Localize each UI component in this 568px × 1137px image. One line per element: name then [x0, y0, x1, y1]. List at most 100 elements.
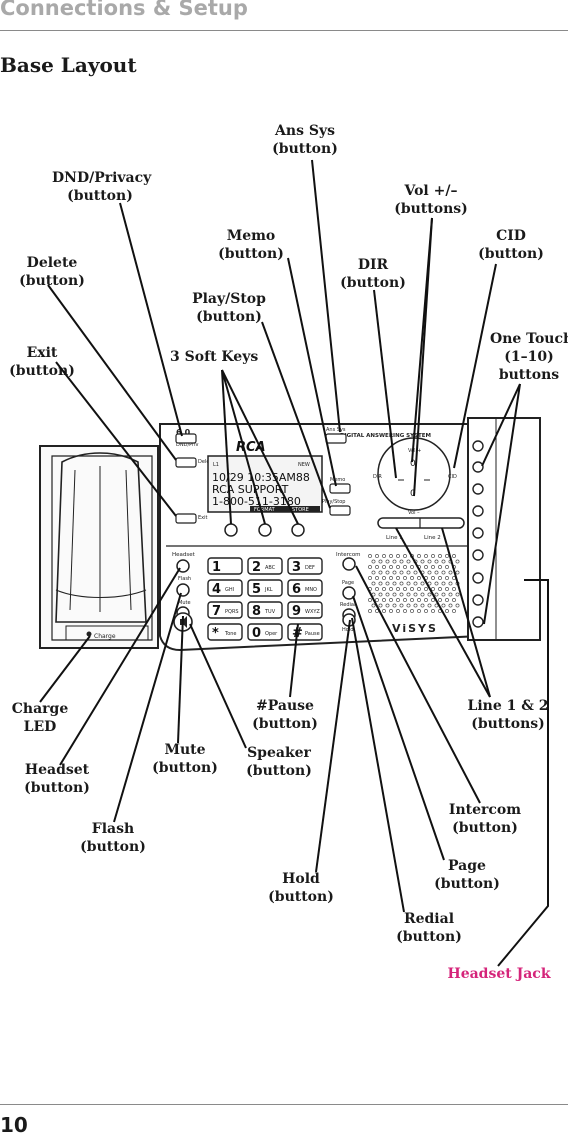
svg-text:Intercom: Intercom [336, 552, 361, 558]
memo-button [329, 483, 351, 494]
keypad-letters: TUV [264, 609, 276, 615]
svg-text:Flash: Flash [178, 576, 191, 582]
label-headset: Headset(button) [24, 762, 90, 796]
ans-sys-button [325, 433, 347, 444]
one-touch-buttons [472, 440, 484, 628]
line-2-label: Line 2 [424, 535, 441, 541]
svg-text:FORMAT: FORMAT [254, 507, 276, 513]
keypad-letters: Tone [224, 631, 237, 637]
lcd-display: L1 NEW 10/29 10:35AM88 RCA SUPPORT 1-800… [207, 455, 323, 513]
dnd-privacy-button [175, 433, 197, 444]
page-number: 10 [0, 1113, 28, 1137]
keypad-digit: 3 [292, 560, 301, 575]
header-title: Connections & Setup [0, 0, 248, 20]
label-ans-sys: Ans Sys(button) [272, 123, 338, 157]
label-dnd-privacy: DND/Privacy(button) [52, 170, 152, 204]
svg-text:10/29 10:35AM88: 10/29 10:35AM88 [212, 471, 310, 484]
svg-text:L1: L1 [213, 462, 219, 468]
vol-down-label: Vol – [408, 510, 420, 516]
soft-keys [224, 523, 305, 537]
line-buttons: Line 1 Line 2 [377, 517, 465, 541]
label-dir: DIR(button) [340, 257, 406, 291]
label-intercom: Intercom(button) [448, 802, 522, 836]
keypad-key: #Pause [287, 623, 323, 641]
keypad-digit: 1 [212, 560, 221, 575]
charge-text: Charge [94, 633, 116, 640]
svg-text:0: 0 [410, 489, 416, 499]
svg-text:Page: Page [342, 580, 354, 586]
delete-button [175, 457, 197, 468]
keypad-letters: GHI [225, 587, 234, 593]
nav-wheel: Vol + Vol – DIR CID 0 0 [373, 437, 457, 516]
label-one-touch: One Touch(1–10)buttons [490, 331, 568, 383]
keypad-letters: Pause [305, 631, 320, 637]
speaker-grille [368, 554, 460, 613]
left-side-keys: Headset Flash Mute [172, 552, 196, 632]
flash-button [176, 583, 190, 597]
footer-rule [0, 1104, 568, 1105]
svg-text:0: 0 [410, 459, 416, 469]
svg-text:Play/Stop: Play/Stop [322, 499, 345, 505]
intercom-button [342, 557, 356, 571]
left-function-buttons: Delete Exit [175, 433, 214, 524]
keypad-digit: 9 [292, 604, 301, 619]
label-soft-keys: 3 Soft Keys [170, 349, 259, 365]
svg-text:RCA SUPPORT: RCA SUPPORT [212, 483, 289, 496]
svg-text:Ans Sys: Ans Sys [326, 427, 346, 433]
cid-label: CID [448, 474, 457, 480]
charging-cradle: Charge [39, 445, 159, 649]
label-flash: Flash(button) [80, 821, 146, 855]
keypad-digit: 7 [212, 604, 221, 619]
keypad-key: 1 [207, 557, 243, 575]
play-stop-button [329, 505, 351, 516]
page-header: Connections & Setup [0, 0, 568, 31]
keypad-letters: Oper [265, 631, 278, 637]
exit-button [175, 513, 197, 524]
keypad-letters: DEF [305, 565, 315, 571]
keypad-letters: ABC [265, 565, 276, 571]
soft-key-2 [258, 523, 272, 537]
charge-led [86, 631, 92, 637]
soft-key-1 [224, 523, 238, 537]
svg-text:STORE: STORE [292, 507, 309, 513]
keypad-digit: 8 [252, 604, 261, 619]
keypad-digit: 2 [252, 560, 261, 575]
svg-text:Memo: Memo [330, 477, 345, 483]
answering-buttons: Ans Sys Memo Play/Stop [322, 427, 351, 516]
label-pause: #Pause(button) [252, 698, 318, 732]
svg-text:Redial: Redial [340, 602, 355, 608]
label-vol: Vol +/–(buttons) [394, 183, 468, 217]
series-badge: 6.0 [176, 428, 191, 437]
keypad-key: 7 PQRS [207, 601, 243, 619]
keypad-letters: PQRS [225, 609, 239, 615]
label-play-stop: Play/Stop(button) [192, 291, 266, 325]
keypad-letters: MNO [305, 587, 317, 593]
label-hold: Hold(button) [268, 871, 334, 905]
vol-up-label: Vol + [408, 448, 421, 454]
label-delete: Delete(button) [19, 255, 85, 289]
page-button [342, 586, 356, 600]
keypad-key: 9 WXYZ [287, 601, 323, 619]
soft-key-3 [291, 523, 305, 537]
svg-text:Delete: Delete [198, 459, 214, 465]
keypad-letters: WXYZ [305, 609, 320, 615]
svg-text:NEW: NEW [298, 462, 310, 468]
label-page: Page(button) [434, 858, 500, 892]
keypad-key: 2 ABC [247, 557, 283, 575]
dir-label: DIR [373, 474, 382, 480]
label-memo: Memo(button) [218, 228, 284, 262]
keypad-letters: JKL [264, 587, 273, 593]
keypad-key: * Tone [207, 623, 243, 641]
keypad-digit: 4 [212, 582, 221, 597]
label-mute: Mute(button) [152, 742, 218, 776]
label-headset-jack: Headset Jack [447, 966, 551, 982]
svg-text:Headset: Headset [172, 552, 196, 558]
keypad-digit: * [212, 626, 219, 641]
